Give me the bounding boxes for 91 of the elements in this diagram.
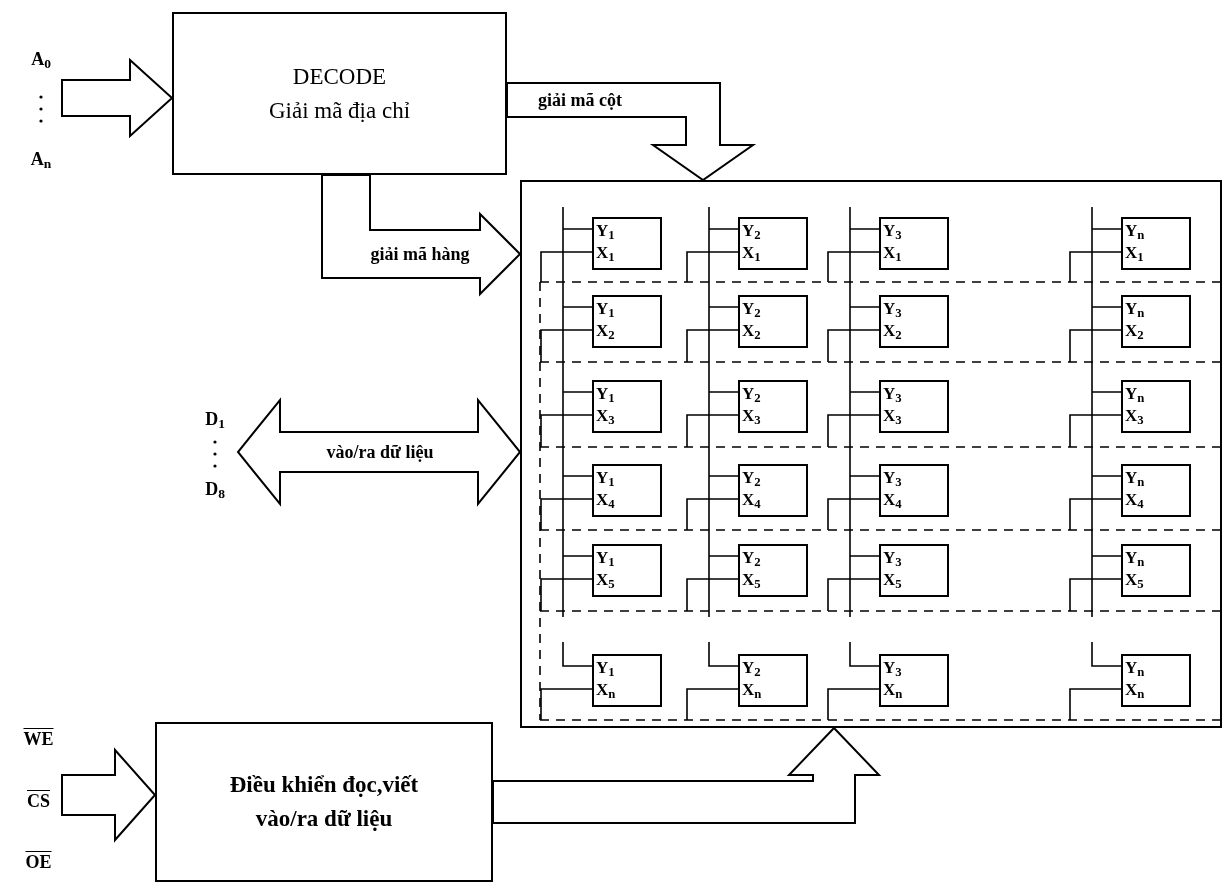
row-address-label: X$_{5}$ (596, 569, 615, 591)
signal-label: CS (27, 789, 50, 812)
memory-cell (592, 654, 662, 707)
row-address-label: X$_{2}$ (1125, 320, 1144, 342)
memory-cell (879, 654, 949, 707)
row-address-label: X$_{n}$ (883, 679, 903, 701)
row-address-label: X$_{1}$ (596, 242, 615, 264)
column-address-label: Y$_{n}$ (1125, 383, 1145, 405)
memory-cell (738, 380, 808, 433)
row-address-label: X$_{n}$ (742, 679, 762, 701)
column-address-label: Y$_{1}$ (596, 467, 615, 489)
memory-cell (879, 380, 949, 433)
row-address-label: X$_{4}$ (883, 489, 902, 511)
memory-cell (1121, 380, 1191, 433)
column-address-label: Y$_{2}$ (742, 657, 761, 679)
row-address-label: X$_{1}$ (742, 242, 761, 264)
block-text: Giải mã địa chỉ (268, 96, 411, 125)
signal-label: A$_{n}$ (30, 148, 52, 170)
memory-cell (592, 295, 662, 348)
row-address-label: X$_{4}$ (1125, 489, 1144, 511)
memory-cell (1121, 544, 1191, 597)
column-address-label: Y$_{3}$ (883, 657, 902, 679)
row-address-label: X$_{3}$ (1125, 405, 1144, 427)
signal-label: WE (23, 728, 54, 750)
row-address-label: X$_{n}$ (596, 679, 616, 701)
decoder-block (172, 12, 507, 175)
column-address-label: Y$_{3}$ (883, 220, 902, 242)
row-address-label: X$_{1}$ (883, 242, 902, 264)
memory-cell (1121, 654, 1191, 707)
memory-cell (879, 464, 949, 517)
block-text: DECODE (292, 62, 387, 91)
row-address-label: X$_{1}$ (1125, 242, 1144, 264)
hollow-arrow (492, 726, 882, 824)
memory-cell (879, 544, 949, 597)
column-address-label: Y$_{3}$ (883, 383, 902, 405)
column-address-label: Y$_{1}$ (596, 220, 615, 242)
memory-cell (879, 295, 949, 348)
memory-cell (592, 544, 662, 597)
column-address-label: Y$_{n}$ (1125, 467, 1145, 489)
control-block (155, 722, 493, 882)
row-address-label: X$_{5}$ (742, 569, 761, 591)
row-address-label: X$_{n}$ (1125, 679, 1145, 701)
column-address-label: Y$_{2}$ (742, 547, 761, 569)
memory-cell (738, 654, 808, 707)
memory-cell (1121, 295, 1191, 348)
column-address-label: Y$_{2}$ (742, 220, 761, 242)
row-address-label: X$_{4}$ (742, 489, 761, 511)
column-address-label: Y$_{3}$ (883, 467, 902, 489)
row-address-label: X$_{5}$ (1125, 569, 1144, 591)
memory-cell (592, 380, 662, 433)
column-address-label: Y$_{2}$ (742, 298, 761, 320)
column-address-label: Y$_{2}$ (742, 383, 761, 405)
signal-label: D$_{8}$ (205, 478, 225, 500)
column-address-label: Y$_{3}$ (883, 547, 902, 569)
memory-cell (879, 217, 949, 270)
row-address-label: X$_{2}$ (883, 320, 902, 342)
memory-cell (738, 464, 808, 517)
row-address-label: X$_{3}$ (596, 405, 615, 427)
column-address-label: Y$_{n}$ (1125, 657, 1145, 679)
row-address-label: X$_{2}$ (742, 320, 761, 342)
column-address-label: Y$_{3}$ (883, 298, 902, 320)
column-address-label: Y$_{1}$ (596, 383, 615, 405)
row-address-label: X$_{2}$ (596, 320, 615, 342)
memory-cell (738, 544, 808, 597)
memory-cell (592, 464, 662, 517)
memory-cell (738, 217, 808, 270)
row-address-label: X$_{3}$ (742, 405, 761, 427)
row-address-label: X$_{3}$ (883, 405, 902, 427)
signal-label: D$_{1}$ (205, 408, 225, 430)
hollow-arrow (506, 82, 757, 182)
column-address-label: Y$_{1}$ (596, 298, 615, 320)
column-address-label: Y$_{1}$ (596, 657, 615, 679)
memory-array-box (520, 180, 1222, 728)
hollow-arrow (321, 174, 522, 297)
memory-cell (738, 295, 808, 348)
column-address-label: Y$_{2}$ (742, 467, 761, 489)
column-address-label: Y$_{n}$ (1125, 298, 1145, 320)
row-address-label: X$_{4}$ (596, 489, 615, 511)
memory-cell (592, 217, 662, 270)
column-address-label: Y$_{n}$ (1125, 547, 1145, 569)
memory-cell (1121, 464, 1191, 517)
column-address-label: Y$_{n}$ (1125, 220, 1145, 242)
row-address-label: X$_{5}$ (883, 569, 902, 591)
column-address-label: Y$_{1}$ (596, 547, 615, 569)
hollow-arrow (236, 397, 522, 507)
signal-label: OE (25, 851, 52, 873)
memory-cell (1121, 217, 1191, 270)
hollow-arrow (61, 57, 174, 139)
signal-label: A$_{0}$ (31, 48, 51, 70)
block-text: Điều khiển đọc,viết vào/ra dữ liệu (228, 771, 420, 833)
hollow-arrow (61, 747, 157, 843)
